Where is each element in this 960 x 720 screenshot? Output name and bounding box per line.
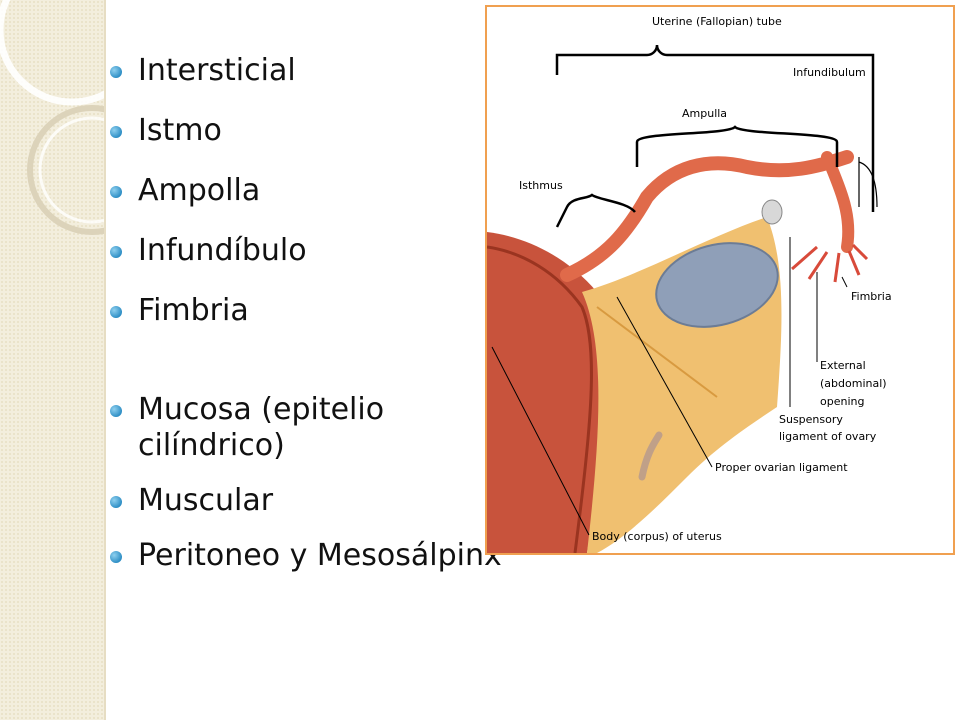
list-item: Peritoneo y Mesosálpinx xyxy=(104,538,502,574)
external-opening-label: (abdominal) xyxy=(820,377,887,390)
list-item: Ampolla xyxy=(104,173,307,209)
tube-label: Uterine (Fallopian) tube xyxy=(652,15,782,28)
list-item: Muscular xyxy=(104,483,502,519)
tube-bracket xyxy=(555,44,875,212)
fallopian-tube-shape xyxy=(560,150,854,282)
list-item-text: Ampolla xyxy=(138,173,261,208)
fimbria-pointer xyxy=(841,276,848,288)
ampulla-label: Ampulla xyxy=(682,107,727,120)
external-opening-label: opening xyxy=(820,395,864,408)
suspensory-ligament-label: Suspensory xyxy=(779,413,843,426)
uterus-body-label: Body (corpus) of uterus xyxy=(592,530,722,543)
bullet-icon xyxy=(110,66,122,78)
fimbria-shape xyxy=(791,243,869,283)
uterus-body-shape xyxy=(487,232,608,553)
sidebar-rings xyxy=(0,0,104,235)
list-item-text: Muscular xyxy=(138,483,274,518)
list-item-text: Istmo xyxy=(138,113,222,148)
external-opening-label: External xyxy=(820,359,866,372)
uterus-pointer xyxy=(491,346,590,536)
tube-opening-shape xyxy=(761,199,783,225)
ovarian-ligament-pointer xyxy=(616,296,713,468)
fallopian-tube-illustration: Uterine (Fallopian) tube Infundibulum Am… xyxy=(485,5,955,555)
bullet-icon xyxy=(110,551,122,563)
infundibulum-label: Infundibulum xyxy=(793,66,866,79)
list-item-text: Peritoneo y Mesosálpinx xyxy=(138,538,502,573)
list-item-text: Intersticial xyxy=(138,53,296,88)
list-item-text: Fimbria xyxy=(138,293,249,328)
bullet-icon xyxy=(110,306,122,318)
ampulla-bracket xyxy=(635,125,839,167)
list-item-text: Infundíbulo xyxy=(138,233,307,268)
list-item: Istmo xyxy=(104,113,307,149)
infundibulum-shape xyxy=(821,151,855,253)
round-ligament-shape xyxy=(638,431,663,481)
list-item-text: Mucosa (epitelio cilíndrico) xyxy=(138,392,385,463)
anatomy-parts-list: Intersticial Istmo Ampolla Infundíbulo F… xyxy=(104,53,307,353)
bullet-icon xyxy=(110,246,122,258)
ovarian-ligament-label: Proper ovarian ligament xyxy=(715,461,848,474)
anatomy-drawing: Uterine (Fallopian) tube Infundibulum Am… xyxy=(487,15,892,553)
list-item: Intersticial xyxy=(104,53,307,89)
list-item: Infundíbulo xyxy=(104,233,307,269)
bullet-icon xyxy=(110,405,122,417)
suspensory-ligament-label: ligament of ovary xyxy=(779,430,877,443)
uterus-outline xyxy=(487,245,593,553)
ligament-fold xyxy=(596,306,718,398)
bullet-icon xyxy=(110,126,122,138)
decorative-sidebar xyxy=(0,0,106,720)
wall-layers-list: Mucosa (epitelio cilíndrico) Muscular Pe… xyxy=(104,392,502,593)
list-item: Mucosa (epitelio cilíndrico) xyxy=(104,392,438,464)
fimbria-label: Fimbria xyxy=(851,290,892,303)
bullet-icon xyxy=(110,186,122,198)
isthmus-bracket xyxy=(555,193,636,228)
ovary-shape xyxy=(655,242,779,328)
list-item: Fimbria xyxy=(104,293,307,329)
infundibulum-bracket xyxy=(858,157,878,208)
isthmus-label: Isthmus xyxy=(519,179,563,192)
bullet-icon xyxy=(110,496,122,508)
